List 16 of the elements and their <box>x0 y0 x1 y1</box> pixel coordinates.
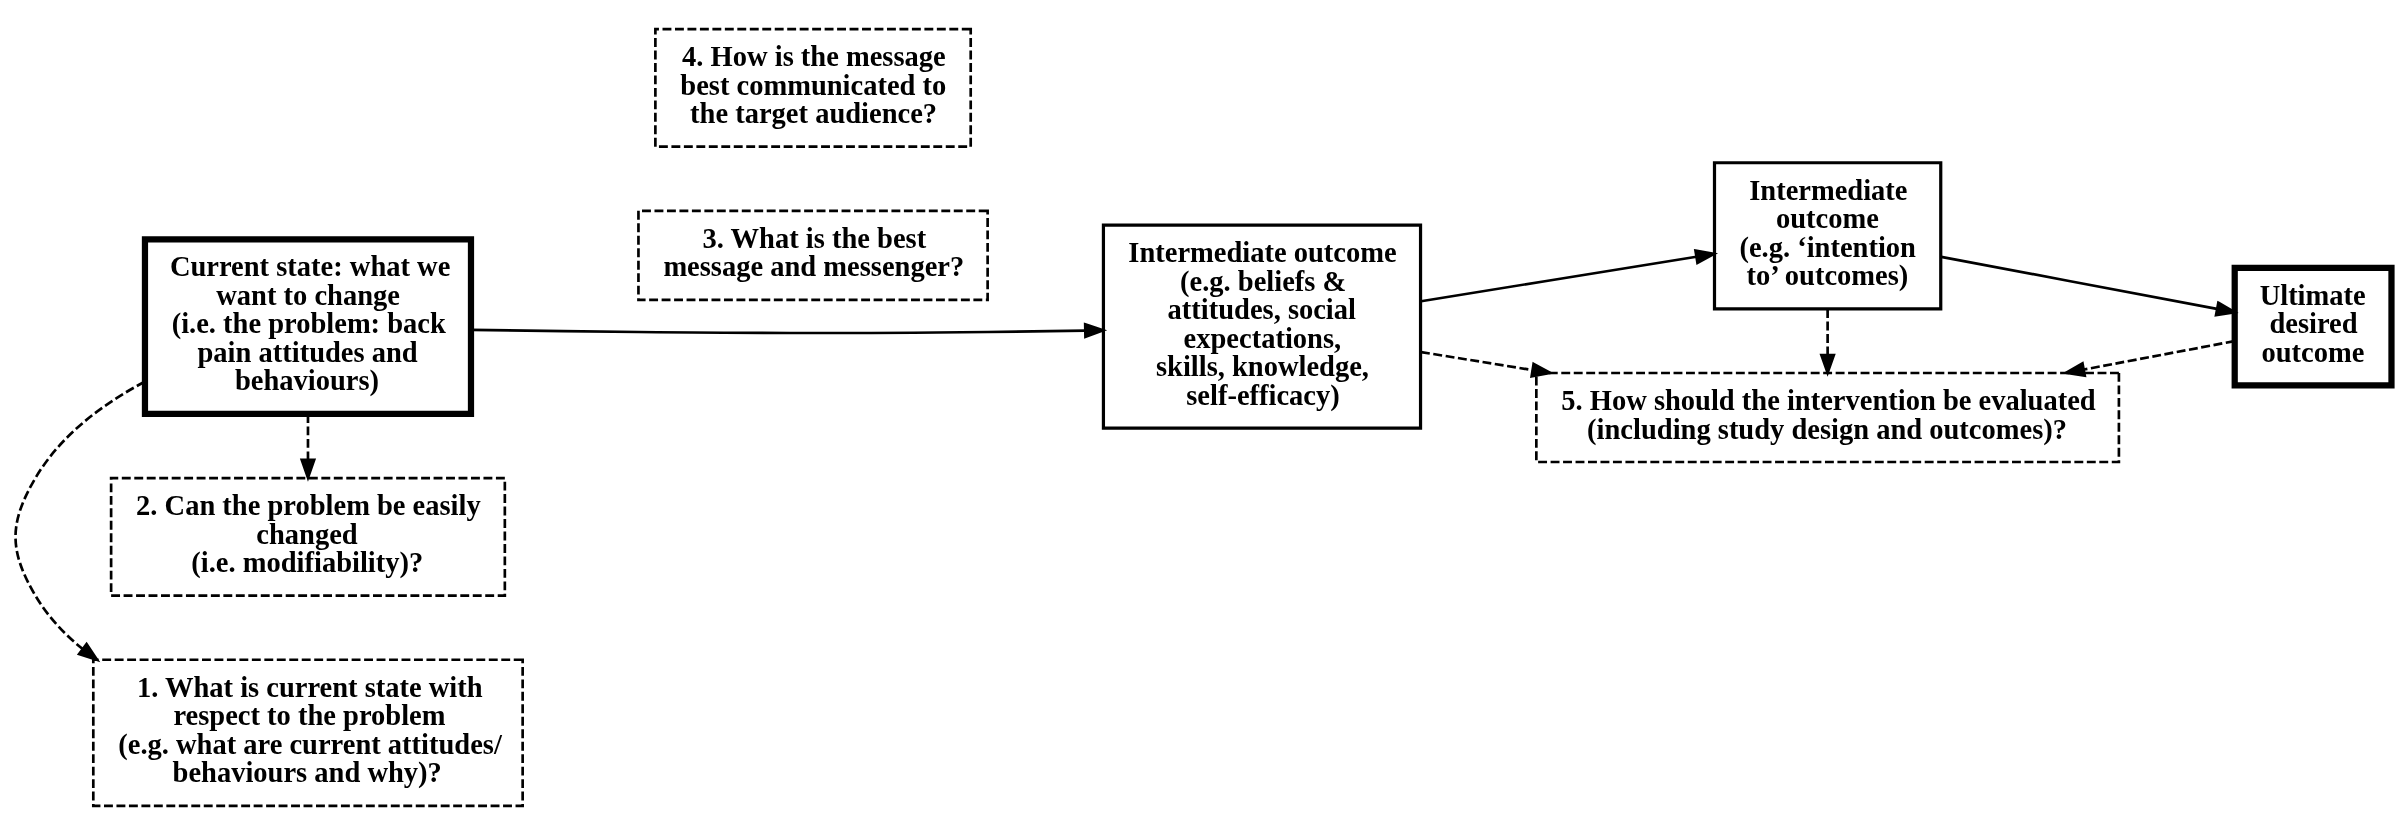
node-box: Intermediate outcome (e.g. beliefs & attitudes, social expectations, skills, knowledge, self-efficacy) <box>1101 223 1423 430</box>
arrow <box>2062 339 2235 378</box>
node-box: 1. What is current state with respect to the problem (e.g. what are current attitudes/ behaviours and why)? <box>91 658 524 808</box>
arrow <box>299 414 317 482</box>
node-box: 5. How should the intervention be evaluated (including study design and outcomes)? <box>1535 371 2121 464</box>
arrow <box>1420 350 1555 378</box>
node-box: Ultimate desired outcome <box>2231 264 2395 389</box>
arrow <box>1420 248 1719 303</box>
arrow <box>1819 309 1836 377</box>
node-box: Current state: what we want to change (i.e. the problem: back pain attitudes and behaviours) <box>141 236 475 418</box>
node-box: Intermediate outcome (e.g. ‘intention to’ outcomes) <box>1712 161 1943 311</box>
node-box: 2. Can the problem be easily changed (i.e. modifiability)? <box>109 476 507 597</box>
arrow <box>471 322 1108 339</box>
node-box: 3. What is the best message and messenger? <box>637 209 989 302</box>
node-box: 4. How is the message best communicated to the target audience? <box>654 27 973 149</box>
arrow <box>1940 255 2239 317</box>
